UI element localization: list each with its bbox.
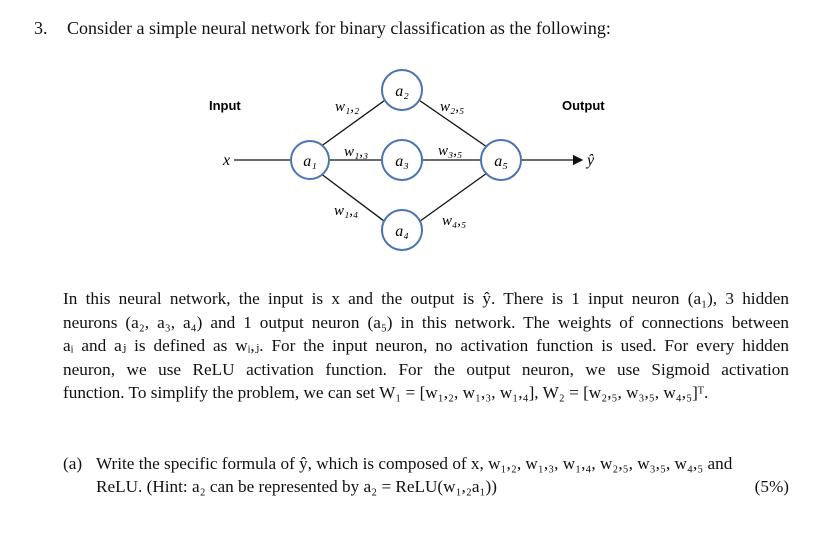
weight-w35-label: w₃,₅ (438, 143, 462, 159)
question-text: Consider a simple neural network for bin… (67, 18, 611, 38)
weight-w12-label: w₁,₂ (335, 99, 359, 115)
edge-a1-a2 (319, 97, 389, 148)
subquestion-text-line: ReLU. (Hint: a₂ can be represented by a₂… (96, 477, 497, 496)
node-a2 (381, 69, 423, 111)
neural-network-diagram: a₁ a₂ a₃ a₄ a₅ w₁,₂ w₁,₃ w₁,₄ w₂,₅ w₃,₅ … (209, 69, 605, 251)
weight-w45-label: w₄,₅ (442, 213, 466, 229)
input-label: Input (209, 98, 241, 113)
paragraph-line: neurons (a₂, a₃, a₄) and 1 output neuron… (63, 312, 789, 332)
weight-w14-label: w₁,₄ (334, 203, 358, 219)
node-a1-label: a₁ (303, 153, 317, 170)
output-label: Output (562, 98, 605, 113)
subquestion-label: (a) (63, 454, 83, 473)
node-a3 (381, 139, 423, 181)
node-a5 (480, 139, 522, 181)
description-paragraph: In this neural network, the input is x a… (63, 287, 789, 405)
weight-w13-label: w₁,₃ (344, 144, 368, 160)
input-symbol: x (222, 152, 230, 169)
subquestion-text-line: Write the specific formula of ŷ, which i… (96, 454, 733, 473)
node-a3-label: a₃ (395, 153, 409, 170)
node-a5-label: a₅ (494, 153, 508, 170)
node-a2-label: a₂ (395, 83, 409, 100)
paragraph-line: neuron, we use ReLU activation function.… (63, 359, 789, 379)
paragraph-line: aᵢ and aⱼ is defined as wᵢ,ⱼ. For the in… (63, 336, 789, 356)
edge-a4-a5 (415, 172, 488, 225)
node-a4 (381, 209, 423, 251)
subquestion-points: (5%) (754, 477, 789, 496)
node-a1 (290, 140, 330, 180)
edge-a1-a4 (319, 172, 389, 225)
node-a4-label: a₄ (395, 223, 409, 240)
question-number: 3. (34, 18, 48, 38)
output-symbol: ŷ (585, 152, 595, 169)
paragraph-line: function. To simplify the problem, we ca… (63, 383, 709, 403)
weight-w25-label: w₂,₅ (440, 99, 464, 115)
edge-a2-a5 (415, 97, 488, 148)
paragraph-line: In this neural network, the input is x a… (63, 289, 789, 308)
